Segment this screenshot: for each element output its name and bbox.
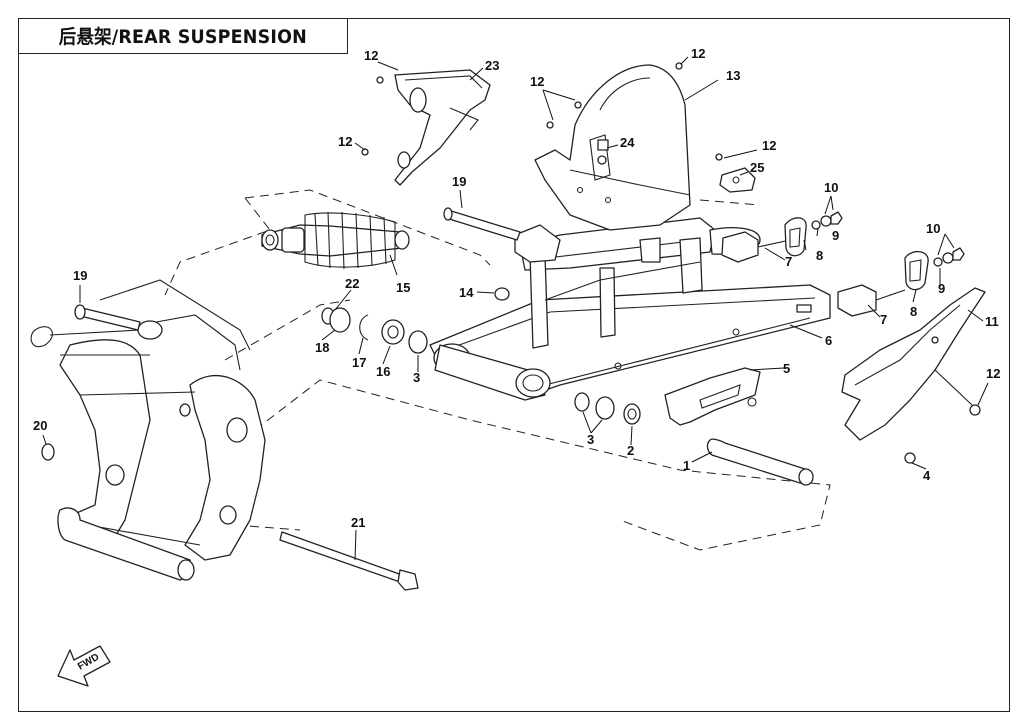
callout-20: 20 — [33, 418, 47, 433]
callout-15: 15 — [396, 280, 410, 295]
callout-12: 12 — [338, 134, 352, 149]
swingarm — [429, 217, 831, 401]
screw-12g — [931, 336, 939, 344]
callout-9: 9 — [938, 281, 945, 296]
callout-9: 9 — [832, 228, 839, 243]
callout-10: 10 — [824, 180, 838, 195]
bushing-3a — [408, 330, 428, 354]
bushing-3c — [595, 396, 615, 420]
clip-24 — [597, 139, 609, 151]
callout-4: 4 — [923, 468, 931, 483]
screw-12b — [574, 101, 582, 109]
rear-fender — [534, 64, 691, 231]
screw-12e — [361, 148, 369, 156]
callout-11: 11 — [985, 314, 999, 329]
chain-guard — [841, 287, 986, 441]
diagram-frame — [18, 18, 1010, 712]
chain-slider — [664, 367, 761, 426]
pivot-shaft — [706, 438, 814, 486]
callout-12: 12 — [530, 74, 544, 89]
callout-3: 3 — [587, 432, 594, 447]
callout-22: 22 — [345, 276, 359, 291]
bushing-3b — [574, 392, 590, 412]
callout-14: 14 — [459, 285, 474, 300]
frame-mount-bracket — [30, 279, 266, 581]
fasteners — [41, 62, 939, 464]
callout-8: 8 — [910, 304, 917, 319]
license-bracket — [394, 69, 491, 186]
leader-lines — [42, 56, 989, 561]
callout-19: 19 — [73, 268, 87, 283]
callout-23: 23 — [485, 58, 499, 73]
diagram-title: 后悬架/REAR SUSPENSION — [58, 26, 307, 48]
rear-shock-absorber — [261, 211, 410, 270]
chain-adjuster-lower — [837, 247, 965, 317]
bolt-19-left — [74, 304, 141, 331]
callout-17: 17 — [352, 355, 366, 370]
pivot-bolt-21 — [279, 531, 419, 591]
washer-20 — [41, 443, 55, 461]
callout-16: 16 — [376, 364, 390, 379]
fwd-direction-arrow: FWD — [57, 645, 111, 687]
callout-18: 18 — [315, 340, 329, 355]
callout-25: 25 — [750, 160, 764, 175]
screw-12c — [546, 121, 554, 129]
screw-12f — [715, 153, 723, 161]
callout-12: 12 — [364, 48, 378, 63]
callout-labels: 12 23 12 12 13 12 24 12 25 19 10 9 7 8 1… — [33, 46, 1000, 530]
bearing-set — [321, 307, 641, 425]
washer-2 — [623, 403, 641, 425]
chain-adjuster-upper — [721, 211, 843, 263]
callout-12: 12 — [691, 46, 705, 61]
callout-8: 8 — [816, 248, 823, 263]
callout-10: 10 — [926, 221, 940, 236]
callout-1: 1 — [683, 458, 690, 473]
bolt-4 — [904, 452, 916, 464]
screw-12d — [376, 76, 384, 84]
callout-7: 7 — [785, 254, 792, 269]
title-box: 后悬架/REAR SUSPENSION — [18, 18, 348, 54]
callout-21: 21 — [351, 515, 365, 530]
callout-5: 5 — [783, 361, 790, 376]
bearing-16 — [381, 319, 405, 345]
callout-24: 24 — [620, 135, 635, 150]
callout-19: 19 — [452, 174, 466, 189]
bolt-19-upper — [443, 207, 521, 241]
callout-12: 12 — [986, 366, 1000, 381]
callout-13: 13 — [726, 68, 740, 83]
callout-12: 12 — [762, 138, 776, 153]
callout-2: 2 — [627, 443, 634, 458]
callout-6: 6 — [825, 333, 832, 348]
screw-12a — [675, 62, 683, 70]
callout-7: 7 — [880, 312, 887, 327]
callout-3: 3 — [413, 370, 420, 385]
nut-14 — [494, 287, 510, 301]
washer-18 — [329, 307, 351, 333]
circlip-17 — [359, 314, 369, 341]
small-bracket-25 — [719, 167, 756, 193]
